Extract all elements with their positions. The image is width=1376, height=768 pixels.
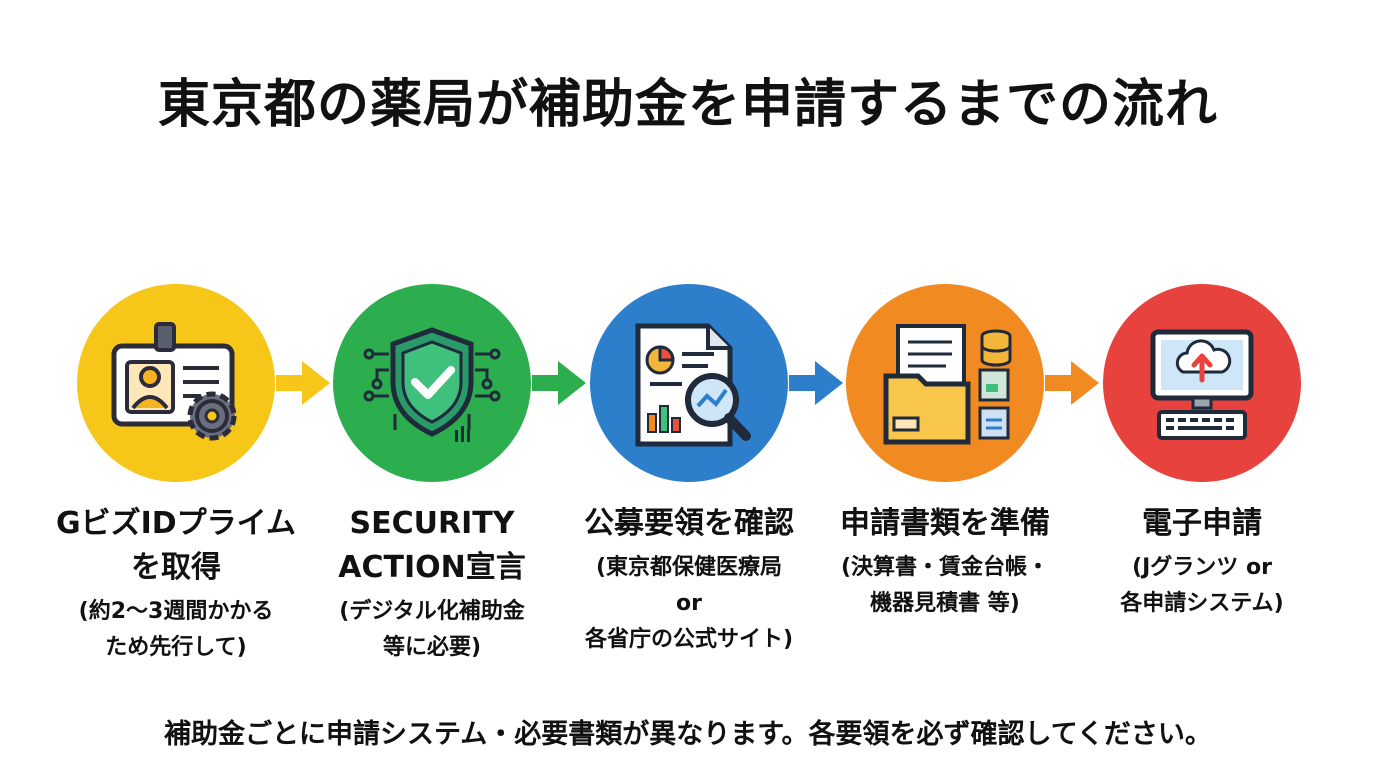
step-2-label: SECURITY ACTION宣言 (デジタル化補助金 等に必要) [292,502,572,666]
step-5-name: 電子申請 [1142,506,1262,541]
page-title: 東京都の薬局が補助金を申請するまでの流れ [157,75,1218,135]
step-3-note: (東京都保健医療局 or 各省庁の公式サイト) [584,555,794,652]
step-3-label: 公募要領を確認 (東京都保健医療局 or 各省庁の公式サイト) [549,502,829,658]
step-1-name: GビズIDプライム を取得 [55,506,297,585]
step-2-name: SECURITY ACTION宣言 [338,506,526,585]
arrow-right-icon [789,361,843,405]
step-4-note: (決算書・賃金台帳・ 機器見積書 等) [840,555,1050,616]
step-5-note: (Jグランツ or 各申請システム) [1120,555,1284,616]
arrow-right-icon [532,361,586,405]
step-2-circle [333,284,531,482]
step-4-label: 申請書類を準備 (決算書・賃金台帳・ 機器見積書 等) [805,502,1085,622]
folder-documents-icon [883,324,1012,445]
step-5-label: 電子申請 (Jグランツ or 各申請システム) [1062,502,1342,622]
id-card-gear-icon [111,322,237,441]
step-5-circle [1103,284,1301,482]
step-2-note: (デジタル化補助金 等に必要) [339,599,525,660]
step-3-name: 公募要領を確認 [584,506,794,541]
document-magnifier-icon [635,323,751,447]
arrow-right-icon [1045,361,1099,405]
step-1-note: (約2〜3週間かかる ため先行して) [78,599,274,660]
step-1-circle [77,284,275,482]
step-1-label: GビズIDプライム を取得 (約2〜3週間かかる ため先行して) [36,502,316,666]
step-4-name: 申請書類を準備 [840,506,1050,541]
arrow-right-icon [276,361,330,405]
footer-note: 補助金ごとに申請システム・必要書類が異なります。各要領を必ず確認してください。 [164,719,1212,750]
computer-cloud-upload-icon [1150,329,1254,440]
step-3-circle [590,284,788,482]
step-4-circle [846,284,1044,482]
shield-check-circuit-icon [363,327,501,442]
